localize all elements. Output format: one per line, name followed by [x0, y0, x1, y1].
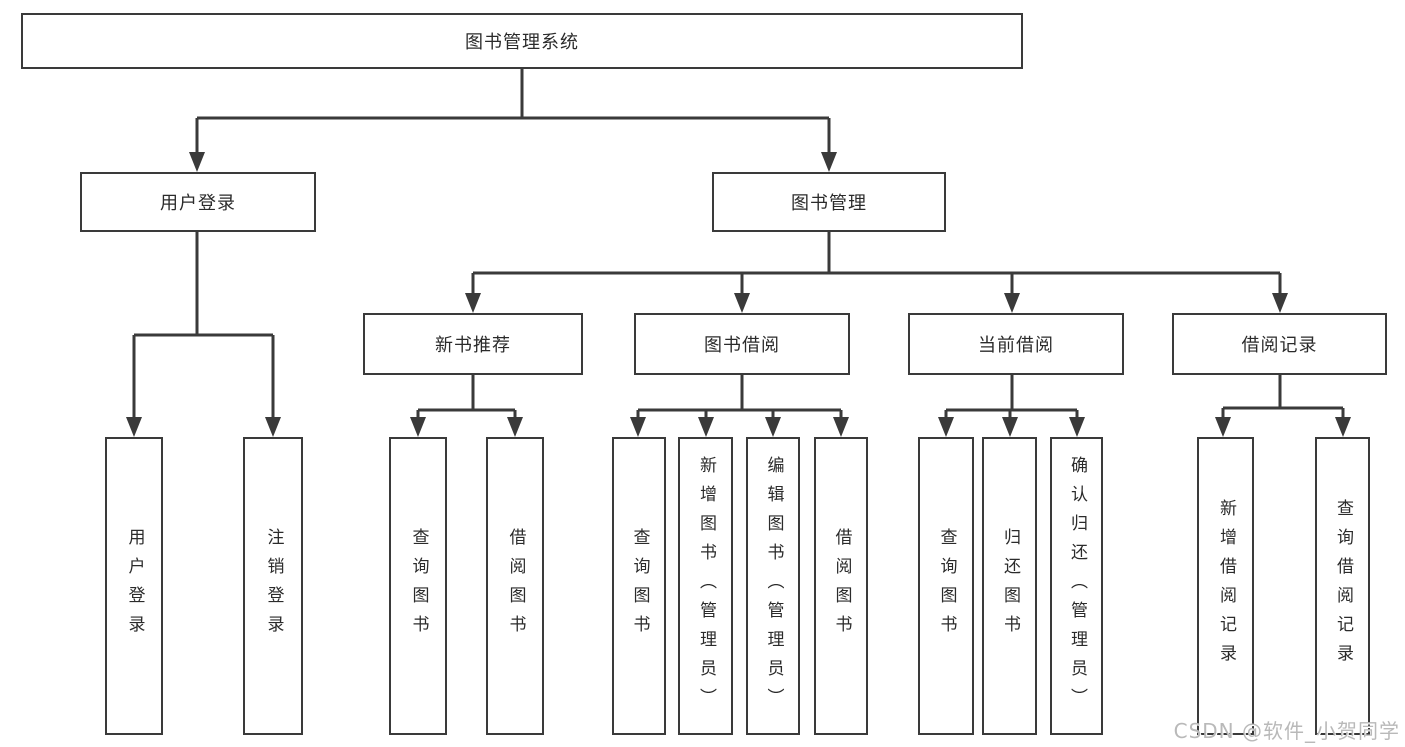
arrowhead — [265, 417, 281, 437]
leaf-label: 查询图书 — [936, 528, 957, 644]
leaf-label: 确认归还（管理员） — [1067, 455, 1087, 717]
root-branch-line — [195, 69, 831, 155]
arrowhead — [1002, 417, 1018, 437]
node-book-management: 图书管理 — [712, 172, 946, 232]
leaf-query-books: 查询图书 — [612, 437, 666, 735]
node-user-login: 用户登录 — [80, 172, 316, 232]
arrowhead — [821, 152, 837, 172]
watermark: CSDN @软件_小贺同学 — [1173, 719, 1400, 743]
arrowhead — [126, 417, 142, 437]
book-branch-line — [471, 232, 1282, 296]
arrowheads — [126, 152, 1351, 437]
current-branch-line — [944, 375, 1079, 420]
node-borrow-records-label: 借阅记录 — [1241, 335, 1318, 356]
records-branch-line — [1221, 375, 1345, 420]
arrowhead — [765, 417, 781, 437]
arrowhead — [507, 417, 523, 437]
leaf-label: 查询借阅记录 — [1333, 499, 1353, 673]
leaf-label: 借阅图书 — [505, 528, 526, 644]
leaf-query-borrow-record: 查询借阅记录 — [1315, 437, 1370, 735]
arrowhead — [1335, 417, 1351, 437]
arrowhead — [1272, 293, 1288, 313]
arrowhead — [1069, 417, 1085, 437]
node-user-login-label: 用户登录 — [160, 193, 236, 214]
arrowhead — [734, 293, 750, 313]
arrowhead — [938, 417, 954, 437]
leaf-label: 借阅图书 — [831, 528, 852, 644]
arrowhead — [410, 417, 426, 437]
node-borrow-records: 借阅记录 — [1172, 313, 1387, 375]
leaf-label: 用户登录 — [124, 528, 145, 644]
leaf-label: 编辑图书（管理员） — [763, 455, 784, 717]
arrowhead — [833, 417, 849, 437]
node-new-book-recommend: 新书推荐 — [363, 313, 583, 375]
node-root: 图书管理系统 — [21, 13, 1023, 69]
node-book-borrow-label: 图书借阅 — [704, 335, 780, 356]
leaf-borrow-books: 借阅图书 — [814, 437, 868, 735]
node-book-management-label: 图书管理 — [791, 193, 867, 214]
leaf-borrow-books: 借阅图书 — [486, 437, 544, 735]
leaf-return-books: 归还图书 — [982, 437, 1037, 735]
leaf-query-books: 查询图书 — [918, 437, 974, 735]
arrowhead — [630, 417, 646, 437]
leaf-logout: 注销登录 — [243, 437, 303, 735]
leaf-edit-books-admin: 编辑图书（管理员） — [746, 437, 800, 735]
leaf-confirm-return-admin: 确认归还（管理员） — [1050, 437, 1103, 735]
arrowhead — [189, 152, 205, 172]
arrowhead — [1215, 417, 1231, 437]
connector-strokes — [132, 69, 1345, 420]
leaf-label: 新增借阅记录 — [1216, 499, 1236, 673]
node-current-borrow: 当前借阅 — [908, 313, 1124, 375]
node-current-borrow-label: 当前借阅 — [978, 335, 1054, 356]
leaf-query-books: 查询图书 — [389, 437, 447, 735]
borrow-branch-line — [636, 375, 843, 420]
leaf-label: 新增图书（管理员） — [696, 455, 716, 717]
leaf-user-login: 用户登录 — [105, 437, 163, 735]
leaf-label: 查询图书 — [629, 528, 650, 644]
leaf-label: 查询图书 — [408, 528, 429, 644]
leaf-add-borrow-record: 新增借阅记录 — [1197, 437, 1254, 735]
node-new-book-recommend-label: 新书推荐 — [435, 335, 511, 356]
recommend-branch-line — [416, 375, 517, 420]
leaf-label: 注销登录 — [263, 528, 284, 644]
arrowhead — [698, 417, 714, 437]
leaf-add-books-admin: 新增图书（管理员） — [678, 437, 733, 735]
arrowhead — [465, 293, 481, 313]
leaf-label: 归还图书 — [1000, 528, 1020, 644]
user-branch-line — [132, 232, 275, 420]
node-book-borrow: 图书借阅 — [634, 313, 850, 375]
arrowhead — [1004, 293, 1020, 313]
node-root-label: 图书管理系统 — [465, 32, 579, 53]
